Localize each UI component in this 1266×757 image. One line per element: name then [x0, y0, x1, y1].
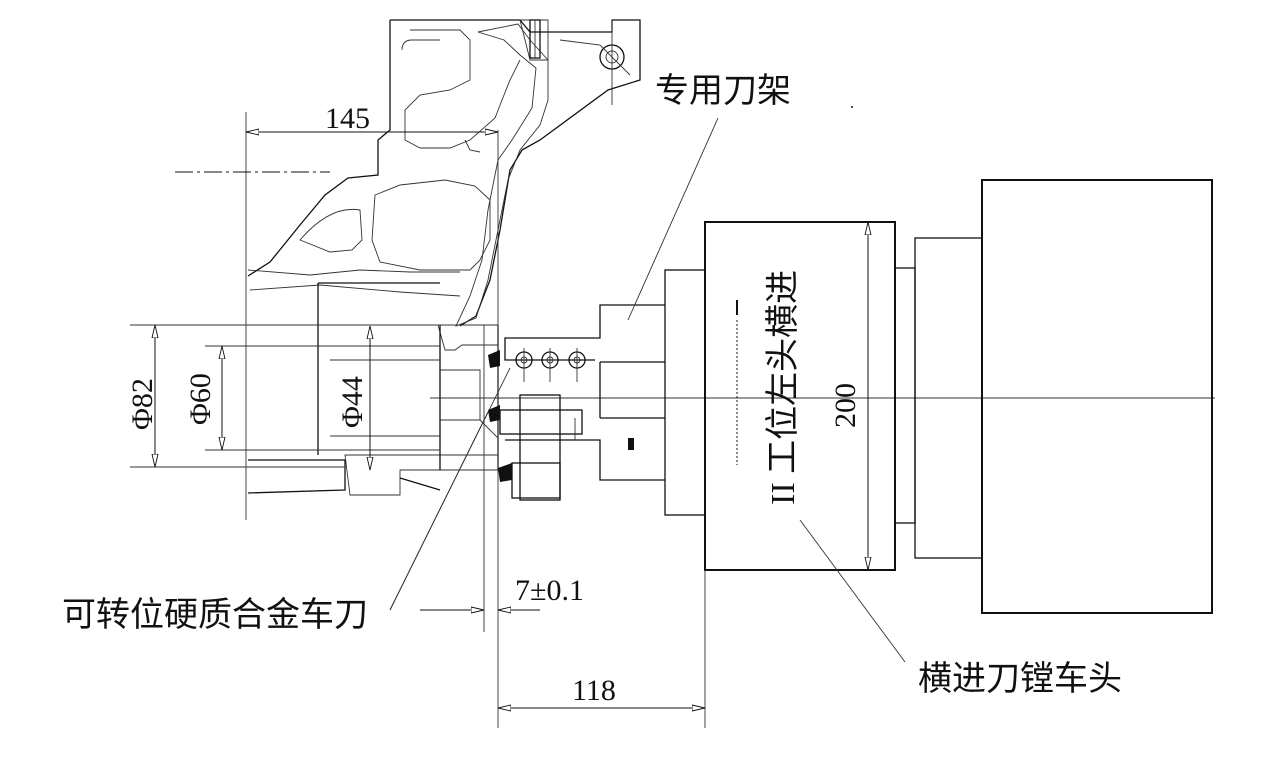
label-station-note: II 工位左头横进: [764, 270, 802, 505]
leader-carbide-tool-2: [389, 367, 511, 611]
dim-phi82: Φ82: [126, 378, 159, 430]
leader-boring-head: [799, 519, 906, 663]
motor-block: [981, 179, 1213, 614]
dim-phi60: Φ60: [184, 373, 217, 425]
dim-118: 118: [572, 674, 616, 707]
dim-tol-7: 7±0.1: [515, 574, 584, 607]
dim-145: 145: [325, 102, 370, 135]
label-dedicated-tool-holder: 专用刀架: [655, 72, 791, 110]
leader-tool-holder: [627, 117, 719, 321]
dim-phi44: Φ44: [336, 376, 369, 428]
workpiece-housing: [245, 19, 641, 520]
tool-holder: [488, 304, 665, 501]
holder-screws: [515, 348, 586, 382]
boring-head: [664, 179, 1213, 614]
dim-200: 200: [829, 383, 862, 428]
label-indexable-carbide-tool: 可转位硬质合金车刀: [62, 596, 368, 634]
label-cross-feed-boring-head: 横进刀镗车头: [918, 660, 1122, 698]
